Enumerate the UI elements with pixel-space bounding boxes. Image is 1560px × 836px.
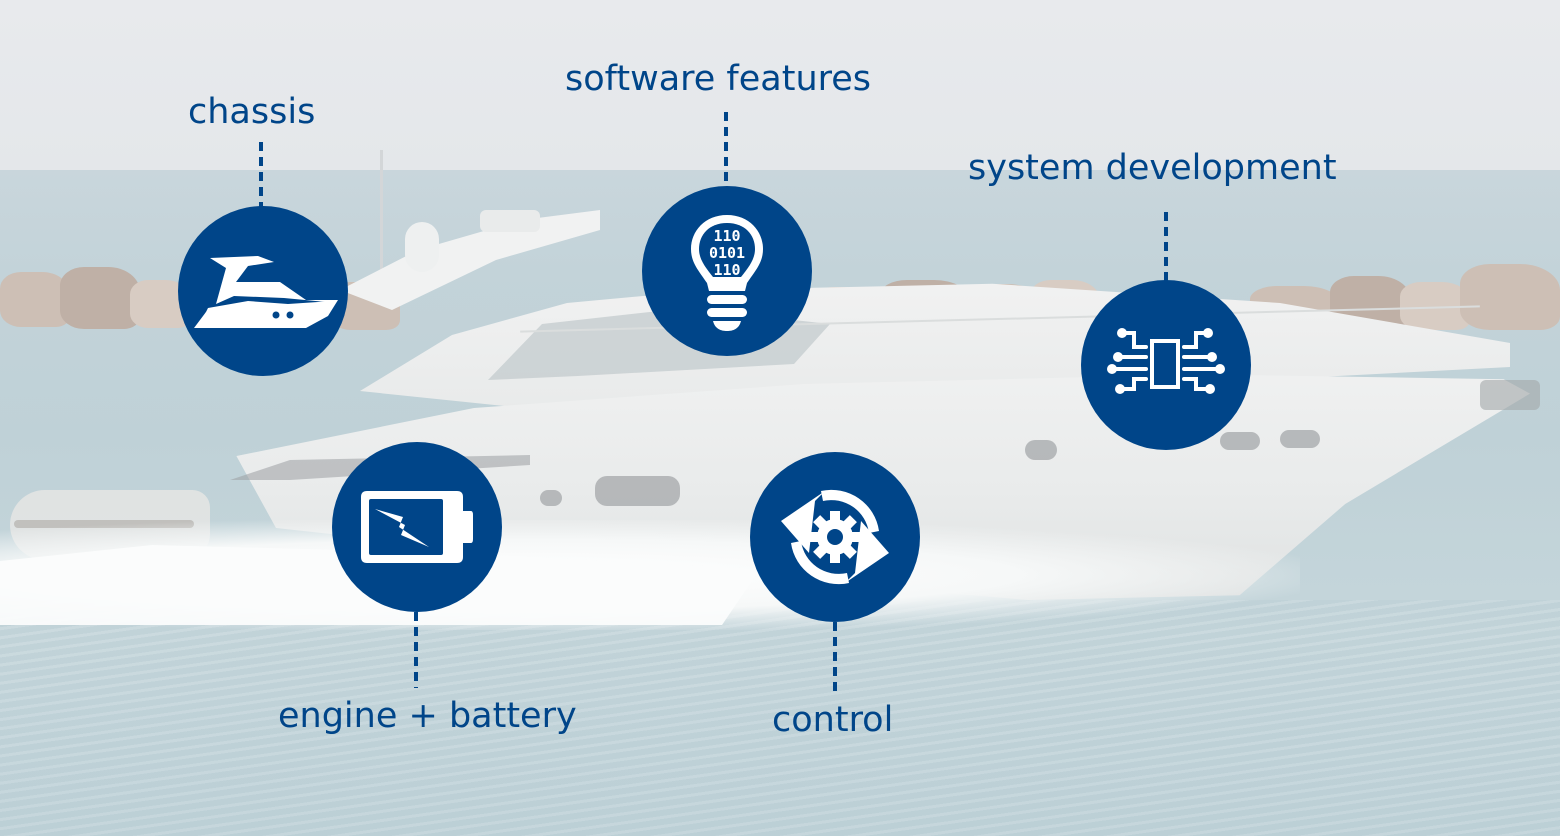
system-badge <box>1081 280 1251 450</box>
battery-charging-icon <box>361 491 473 563</box>
connector-line <box>414 612 418 688</box>
engine-badge <box>332 442 502 612</box>
connector-line <box>724 112 728 188</box>
antenna-mast <box>380 150 383 270</box>
feature-label-system: system development <box>968 148 1337 188</box>
feature-label-control: control <box>772 700 894 740</box>
feature-label-software: software features <box>565 59 872 99</box>
porthole <box>1280 430 1320 448</box>
circuit-chip-icon <box>1107 328 1225 394</box>
connector-line <box>1164 212 1168 282</box>
gear-cycle-icon <box>781 489 889 585</box>
bow-anchor <box>1480 380 1540 410</box>
radar-array <box>480 210 540 232</box>
software-badge: 110 0101 110 <box>642 186 812 356</box>
svg-text:110: 110 <box>713 227 740 245</box>
porthole <box>540 490 562 506</box>
feature-label-engine: engine + battery <box>278 696 577 736</box>
porthole <box>1220 432 1260 450</box>
porthole <box>1025 440 1057 460</box>
feature-label-chassis: chassis <box>188 92 316 132</box>
control-badge <box>750 452 920 622</box>
radar-dome <box>405 222 439 272</box>
chassis-badge <box>178 206 348 376</box>
svg-text:110: 110 <box>713 261 740 279</box>
connector-line <box>259 142 263 208</box>
connector-line <box>833 622 837 696</box>
sea-texture <box>0 600 1560 836</box>
lightbulb-binary-icon: 110 0101 110 <box>691 215 763 331</box>
svg-text:0101: 0101 <box>709 244 745 262</box>
porthole <box>595 476 680 506</box>
yacht-icon <box>194 256 338 328</box>
